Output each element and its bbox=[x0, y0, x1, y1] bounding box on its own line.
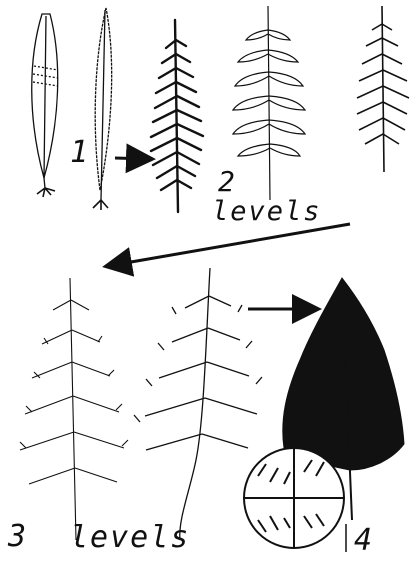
pinnate-frond-hatched bbox=[357, 6, 409, 172]
bipinnate-frond-middle bbox=[134, 268, 262, 540]
simple-leaf-a bbox=[32, 14, 58, 197]
pinnate-frond-dark bbox=[151, 20, 203, 212]
level-3-levels-text: levels bbox=[70, 523, 190, 553]
simple-leaf-b bbox=[93, 8, 112, 210]
level-4-label: 4 bbox=[354, 526, 372, 556]
level-2-label: 2 bbox=[218, 168, 235, 196]
arrow-to-level-3 bbox=[108, 224, 350, 266]
level-3-label: 3 bbox=[8, 522, 26, 552]
bipinnate-frond-left bbox=[20, 278, 128, 540]
magnifier-detail-icon bbox=[244, 448, 344, 548]
pinnate-frond-open bbox=[233, 6, 305, 200]
level-1-label: 1 bbox=[70, 138, 88, 168]
arrow-to-level-2 bbox=[115, 158, 150, 159]
level-2-levels-text: levels bbox=[212, 198, 322, 225]
